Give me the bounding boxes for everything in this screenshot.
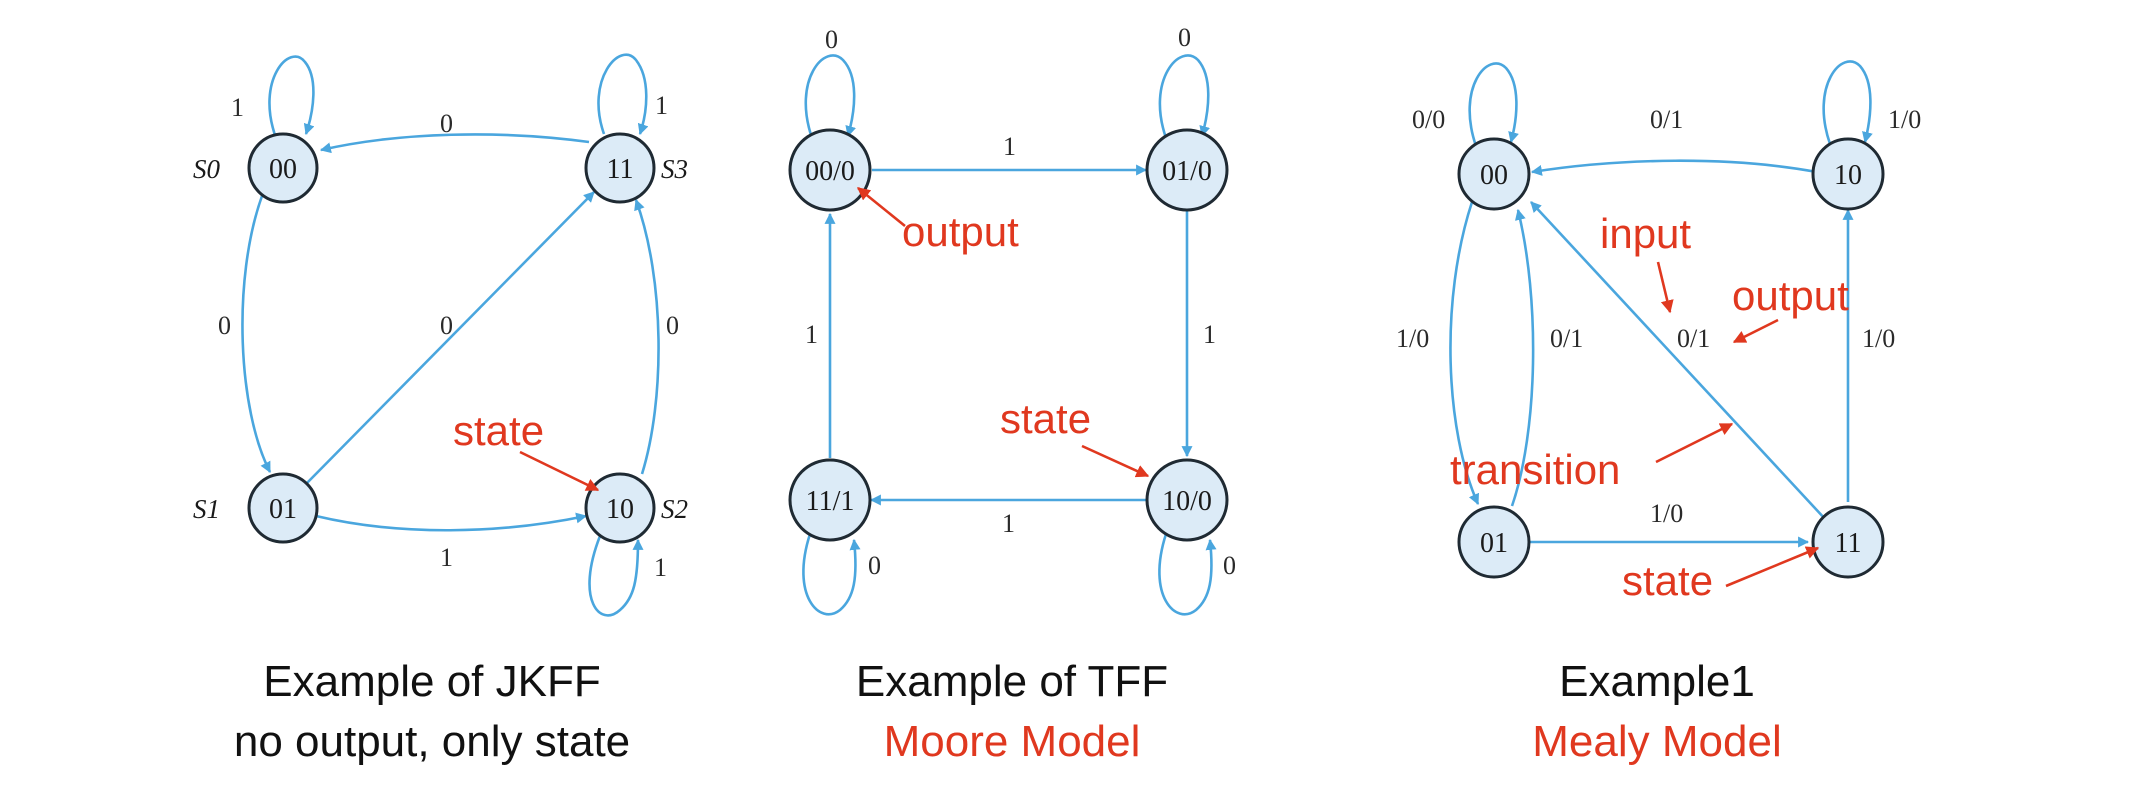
- jkff-state-s3: 11: [584, 132, 656, 204]
- tff-edge-b-loop: [1158, 54, 1211, 139]
- mealy-edge-11-to-00: [1530, 201, 1827, 521]
- jkff-label-s3-loop: 1: [655, 91, 668, 120]
- jkff-edge-s3-to-s0: [319, 133, 590, 154]
- mealy-state-00-label: 00: [1480, 160, 1508, 191]
- tff-state-10-0: 10/0: [1145, 458, 1229, 542]
- tff-label-a-loop: 0: [825, 25, 838, 54]
- jkff-label-s2-to-s3: 0: [666, 311, 679, 340]
- jkff-label-s2-loop: 1: [654, 553, 667, 582]
- tff-caption-subtitle: Moore Model: [884, 717, 1141, 766]
- jkff-label-s3-to-s0: 0: [440, 109, 453, 138]
- mealy-state-01: 01: [1457, 505, 1531, 579]
- tff-state-00-0-label: 00/0: [805, 156, 855, 187]
- mealy-label-00-loop: 0/0: [1412, 105, 1445, 134]
- jkff-label-s0-loop: 1: [231, 93, 244, 122]
- mealy-state-10-label: 10: [1834, 160, 1862, 191]
- mealy-diagram: 00 10 01 11 0/0 0/1 1/0 1/0 0/1 0/1 1/0 …: [1396, 60, 1921, 766]
- mealy-annotation-transition: transition: [1450, 446, 1620, 493]
- mealy-annotation-state-arrow: [1725, 546, 1820, 588]
- tff-diagram: 00/0 01/0 10/0 11/1 0 0 1 1 1 1 0 0 outp…: [788, 23, 1236, 766]
- mealy-annotation-output-arrow: [1732, 318, 1779, 344]
- tff-caption-title: Example of TFF: [856, 657, 1168, 706]
- mealy-label-11-to-10: 1/0: [1862, 324, 1895, 353]
- jkff-edge-s1-to-s3: [305, 191, 595, 485]
- mealy-state-11: 11: [1811, 505, 1885, 579]
- mealy-annotation-input: input: [1600, 210, 1691, 257]
- mealy-label-11-to-00: 0/1: [1677, 324, 1710, 353]
- mealy-caption-subtitle: Mealy Model: [1532, 717, 1781, 766]
- tff-edge-c-loop: [1158, 533, 1217, 616]
- mealy-caption-title: Example1: [1559, 657, 1755, 706]
- mealy-state-00: 00: [1457, 137, 1531, 211]
- mealy-label-10-loop: 1/0: [1888, 105, 1921, 134]
- jkff-annotation-state-arrow: [519, 450, 600, 492]
- tff-label-d-loop: 0: [868, 551, 881, 580]
- jkff-state-s2-label: 10: [606, 494, 634, 525]
- jkff-state-s2: 10: [584, 472, 656, 544]
- jkff-state-name-s3: S3: [661, 154, 688, 184]
- tff-annotation-state: state: [1000, 395, 1091, 442]
- mealy-edge-01-to-00: [1510, 208, 1535, 507]
- mealy-annotation-state: state: [1622, 557, 1713, 604]
- jkff-label-s0-to-s1: 0: [218, 311, 231, 340]
- jkff-state-s1-label: 01: [269, 494, 297, 525]
- jkff-state-s0: 00: [247, 132, 319, 204]
- jkff-state-name-s2: S2: [661, 494, 688, 524]
- tff-label-d-to-a: 1: [805, 320, 818, 349]
- jkff-annotation-state: state: [453, 407, 544, 454]
- mealy-edge-10-to-00: [1530, 159, 1818, 176]
- jkff-caption-subtitle: no output, only state: [234, 717, 630, 766]
- mealy-label-01-to-11: 1/0: [1650, 499, 1683, 528]
- jkff-label-s1-to-s3: 0: [440, 311, 453, 340]
- mealy-edge-10-loop: [1822, 60, 1873, 145]
- jkff-edge-s2-to-s3: [634, 198, 660, 475]
- mealy-edge-00-loop: [1468, 62, 1519, 147]
- tff-annotation-state-arrow: [1081, 444, 1150, 478]
- tff-edge-d-loop: [802, 533, 861, 616]
- tff-state-11-1: 11/1: [788, 458, 872, 542]
- mealy-label-10-to-00: 0/1: [1650, 105, 1683, 134]
- tff-label-a-to-b: 1: [1003, 132, 1016, 161]
- mealy-label-01-to-00: 0/1: [1550, 324, 1583, 353]
- tff-label-c-loop: 0: [1223, 551, 1236, 580]
- tff-label-c-to-d: 1: [1002, 509, 1015, 538]
- jkff-state-s1: 01: [247, 472, 319, 544]
- mealy-annotation-transition-arrow: [1655, 422, 1734, 464]
- jkff-state-s3-label: 11: [607, 154, 634, 185]
- mealy-state-11-label: 11: [1835, 528, 1862, 559]
- mealy-annotation-output: output: [1732, 272, 1849, 319]
- jkff-state-s0-label: 00: [269, 154, 297, 185]
- tff-state-01-0-label: 01/0: [1162, 156, 1212, 187]
- jkff-edge-s2-loop: [588, 535, 644, 617]
- tff-state-00-0: 00/0: [788, 128, 872, 212]
- mealy-state-01-label: 01: [1480, 528, 1508, 559]
- mealy-annotation-input-arrow: [1656, 261, 1674, 314]
- jkff-edge-s3-loop: [597, 53, 649, 136]
- jkff-label-s1-to-s2: 1: [440, 543, 453, 572]
- jkff-diagram: 00 11 01 10 S0 S3 S1 S2 1 0 1 0 0 0 1 1 …: [193, 53, 688, 766]
- jkff-edge-s0-to-s1: [241, 195, 272, 473]
- mealy-label-00-to-01: 1/0: [1396, 324, 1429, 353]
- jkff-state-name-s0: S0: [193, 154, 221, 184]
- tff-edge-a-loop: [804, 54, 857, 139]
- mealy-edge-00-to-01: [1449, 201, 1480, 506]
- tff-label-b-loop: 0: [1178, 23, 1191, 52]
- tff-label-b-to-c: 1: [1203, 320, 1216, 349]
- tff-state-01-0: 01/0: [1145, 128, 1229, 212]
- jkff-edge-s1-to-s2: [315, 512, 588, 532]
- mealy-state-10: 10: [1811, 137, 1885, 211]
- tff-annotation-output: output: [902, 208, 1019, 255]
- jkff-caption-title: Example of JKFF: [263, 657, 600, 706]
- tff-annotation-output-arrow: [856, 186, 906, 228]
- jkff-state-name-s1: S1: [193, 494, 220, 524]
- jkff-edge-s0-loop: [268, 55, 315, 139]
- tff-state-10-0-label: 10/0: [1162, 486, 1212, 517]
- tff-state-11-1-label: 11/1: [806, 486, 855, 517]
